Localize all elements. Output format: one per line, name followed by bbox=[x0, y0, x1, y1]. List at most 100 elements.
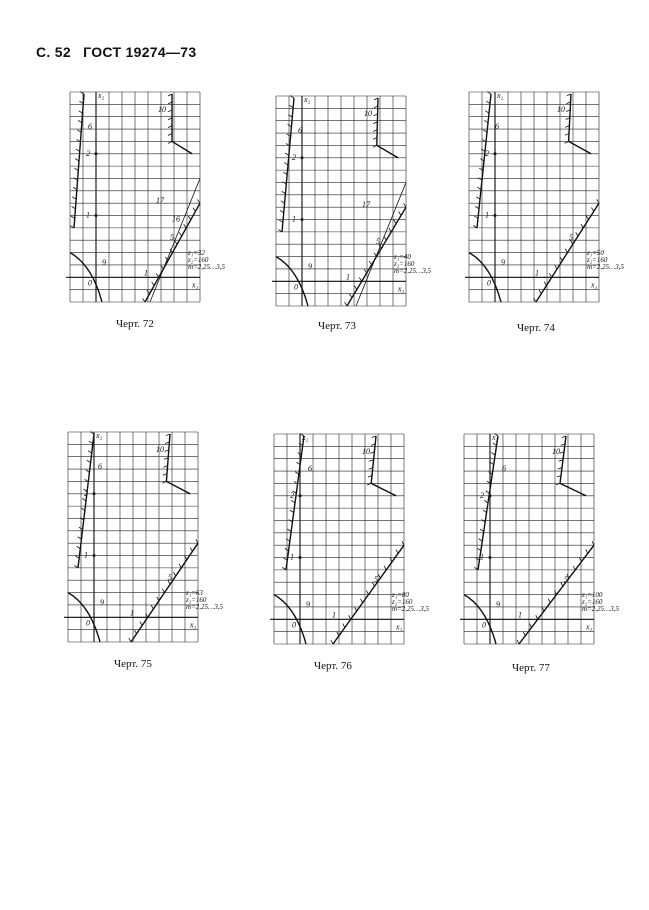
boundary-6 bbox=[473, 91, 492, 229]
curve-label-2: 2 bbox=[86, 149, 90, 158]
origin-label: 0 bbox=[292, 620, 296, 629]
boundary-9 bbox=[273, 593, 307, 645]
param-z2: z₂=160 bbox=[586, 256, 608, 264]
origin-label: 0 bbox=[294, 282, 298, 291]
figure-77-caption: Черт. 77 bbox=[512, 662, 550, 674]
grid bbox=[69, 91, 201, 303]
point-2 bbox=[300, 156, 304, 160]
boundary-9 bbox=[67, 591, 101, 643]
x2-axis-label: x₂ bbox=[95, 431, 103, 440]
curve-label-2: 2 bbox=[84, 489, 88, 498]
grid bbox=[67, 431, 199, 643]
curve-label-10: 10 bbox=[158, 105, 166, 114]
curve-label-9: 9 bbox=[306, 600, 310, 609]
curve-label-1: 1 bbox=[86, 211, 90, 220]
point-1 bbox=[92, 554, 96, 558]
param-z2: z₂=160 bbox=[393, 260, 415, 268]
curve-label-10: 10 bbox=[156, 445, 164, 454]
param-m: m=2,25…3,5 bbox=[186, 603, 224, 611]
curve-label-1: 1 bbox=[485, 211, 489, 220]
curve-label-1: 1 bbox=[130, 608, 134, 617]
figure-73-caption: Черт. 73 bbox=[318, 320, 356, 332]
boundary-10 bbox=[366, 435, 377, 486]
curve-label-1: 1 bbox=[518, 610, 522, 619]
grid bbox=[273, 433, 405, 645]
curve-label-2: 2 bbox=[292, 153, 296, 162]
curve-label-6: 6 bbox=[308, 464, 312, 473]
boundary-5 bbox=[533, 199, 600, 303]
curve-label-16: 16 bbox=[172, 215, 180, 224]
curve-label-1: 1 bbox=[480, 553, 484, 562]
boundary-10-bottom bbox=[166, 480, 191, 495]
x1-axis-label: x₁ bbox=[397, 284, 405, 293]
figure-75-caption: Черт. 75 bbox=[114, 658, 152, 670]
x2-axis-label: x₂ bbox=[496, 91, 504, 100]
param-z1: z₁=40 bbox=[393, 253, 411, 261]
figure-74-caption: Черт. 74 bbox=[517, 322, 555, 334]
point-2 bbox=[493, 152, 497, 156]
boundary-10 bbox=[167, 93, 173, 144]
param-z2: z₂=160 bbox=[391, 598, 413, 606]
curve-label-9: 9 bbox=[308, 262, 312, 271]
standard-code: ГОСТ 19274—73 bbox=[83, 44, 197, 60]
param-z2: z₂=160 bbox=[187, 256, 209, 264]
point-1 bbox=[298, 556, 302, 560]
origin-label: 0 bbox=[88, 278, 92, 287]
boundary-9 bbox=[275, 255, 309, 307]
curve-label-6: 6 bbox=[502, 464, 506, 473]
curve-label-10: 10 bbox=[364, 109, 372, 118]
boundary-10 bbox=[162, 433, 171, 484]
curve-label-5: 5 bbox=[170, 233, 174, 242]
param-m: m=2,25…3,5 bbox=[392, 605, 430, 613]
grid bbox=[463, 433, 595, 645]
x1-axis-label: x₁ bbox=[585, 622, 593, 631]
curve-label-1: 1 bbox=[332, 610, 336, 619]
boundary-5 bbox=[128, 539, 199, 643]
curve-label-5: 5 bbox=[376, 237, 380, 246]
boundary-9 bbox=[468, 251, 502, 303]
curve-label-6: 6 bbox=[98, 462, 102, 471]
curve-label-10: 10 bbox=[557, 105, 565, 114]
boundary-10-bottom bbox=[171, 140, 193, 155]
boundary-10 bbox=[555, 435, 567, 486]
curve-label-1: 1 bbox=[144, 268, 148, 277]
curve-label-5: 5 bbox=[569, 233, 573, 242]
curve-label-6: 6 bbox=[88, 122, 92, 131]
line-17 bbox=[355, 182, 407, 307]
param-m: m=2,25…3,5 bbox=[582, 605, 620, 613]
boundary-10 bbox=[564, 93, 572, 144]
point-2 bbox=[92, 492, 96, 496]
x1-axis-label: x₁ bbox=[590, 280, 598, 289]
param-z1: z₁=63 bbox=[185, 589, 203, 597]
boundary-9 bbox=[69, 251, 103, 303]
curve-label-2: 2 bbox=[485, 149, 489, 158]
boundary-6 bbox=[74, 431, 95, 569]
x2-axis-label: x₂ bbox=[301, 433, 309, 442]
curve-label-9: 9 bbox=[496, 600, 500, 609]
curve-label-1: 1 bbox=[346, 272, 350, 281]
x2-axis-label: x₂ bbox=[303, 95, 311, 104]
curve-label-1: 1 bbox=[292, 215, 296, 224]
point-2 bbox=[488, 494, 492, 498]
curve-label-10: 10 bbox=[362, 447, 370, 456]
param-z1: z₁=80 bbox=[391, 591, 409, 599]
grid bbox=[468, 91, 600, 303]
boundary-10-bottom bbox=[376, 144, 399, 159]
boundary-9 bbox=[463, 593, 497, 645]
boundary-10-bottom bbox=[559, 482, 587, 497]
param-z2: z₂=160 bbox=[185, 596, 207, 604]
curve-label-6: 6 bbox=[298, 126, 302, 135]
curve-label-5: 5 bbox=[374, 575, 378, 584]
x2-axis-label: x₂ bbox=[97, 91, 105, 100]
boundary-6 bbox=[69, 91, 85, 229]
boundary-5 bbox=[344, 203, 407, 307]
line-17 bbox=[149, 178, 201, 303]
